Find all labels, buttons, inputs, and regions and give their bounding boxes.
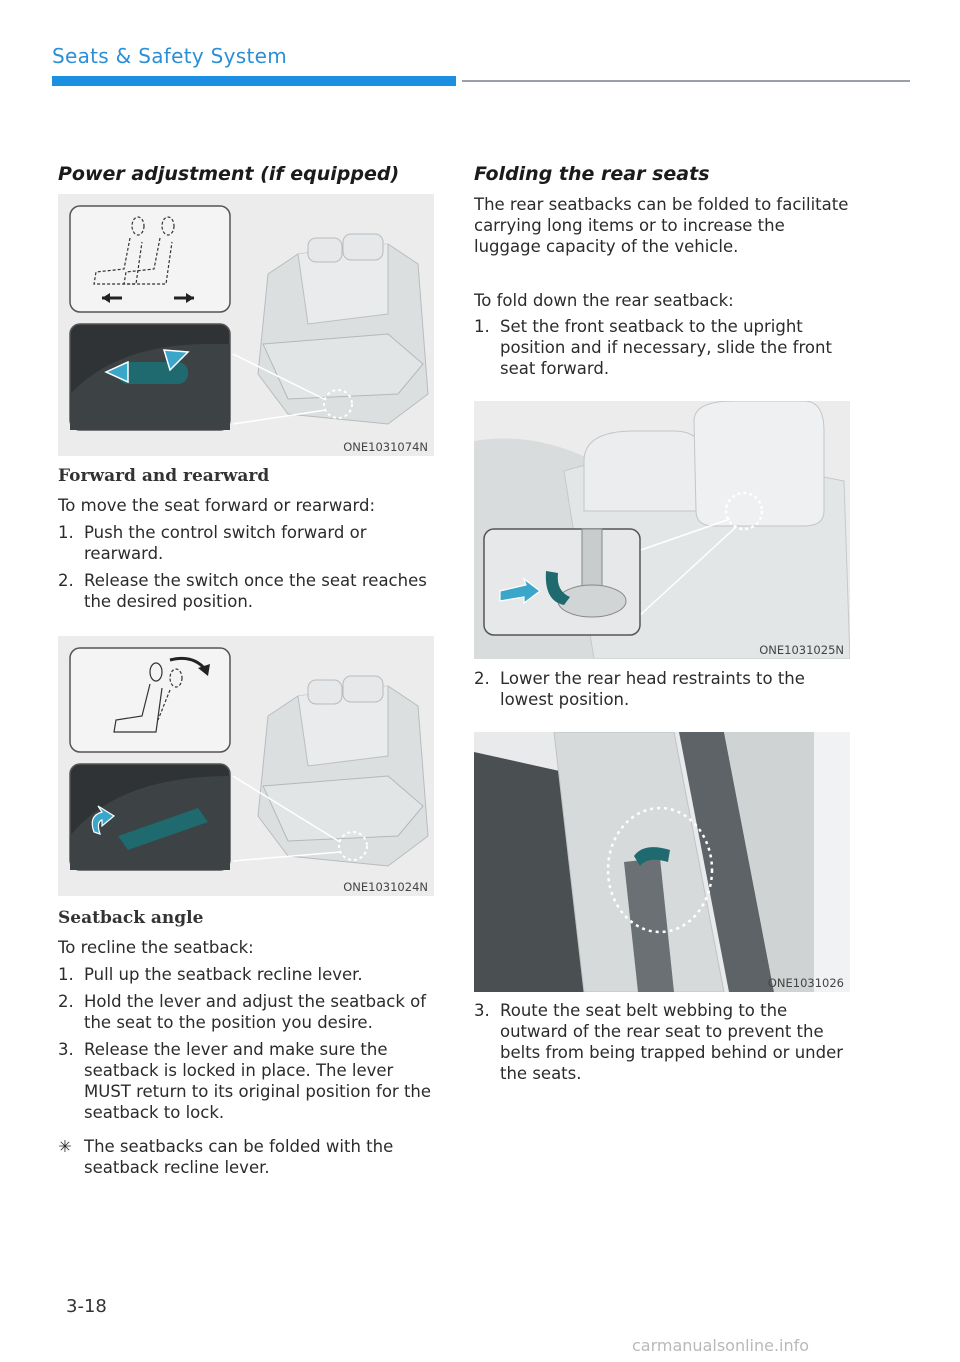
forward-intro: To move the seat forward or rearward:	[58, 496, 376, 515]
folding-step-2: 2. Lower the rear head restraints to the …	[474, 668, 854, 716]
folding-step-3: 3. Route the seat belt webbing to the out…	[474, 1000, 854, 1090]
folding-step-1: 1. Set the front seatback to the upright …	[474, 316, 854, 385]
list-item: 2. Release the switch once the seat reach…	[58, 570, 438, 612]
figure-code: ONE1031024N	[343, 880, 428, 894]
step-text: Route the seat belt webbing to the outwa…	[500, 1001, 844, 1083]
forward-steps: 1. Push the control switch forward or rea…	[58, 522, 438, 618]
list-item: 1. Set the front seatback to the upright …	[474, 316, 854, 379]
list-item: 1. Pull up the seatback recline lever.	[58, 964, 438, 985]
section-title: Seats & Safety System	[52, 44, 288, 68]
folding-intro-2: To fold down the rear seatback:	[474, 291, 734, 310]
seatback-note: ✳ The seatbacks can be folded with the se…	[58, 1136, 438, 1178]
forward-rearward-heading: Forward and rearward	[58, 466, 270, 486]
folding-rear-seats-heading: Folding the rear seats	[474, 163, 710, 185]
watermark: carmanualsonline.info	[632, 1336, 810, 1355]
seatback-intro: To recline the seatback:	[58, 938, 254, 957]
step-number: 2.	[474, 669, 490, 688]
step-text: Lower the rear head restraints to the lo…	[500, 669, 805, 709]
figure-code: ONE1031026	[767, 976, 844, 990]
folding-intro: The rear seatbacks can be folded to faci…	[474, 195, 849, 256]
step-number: 2.	[58, 992, 74, 1011]
figure-seat-belt: ONE1031026	[474, 732, 850, 992]
step-text: Push the control switch forward or rearw…	[84, 523, 367, 563]
step-text: Set the front seatback to the upright po…	[500, 317, 832, 378]
step-number: 3.	[58, 1040, 74, 1059]
step-text: Pull up the seatback recline lever.	[84, 965, 363, 984]
seatback-angle-heading: Seatback angle	[58, 908, 204, 928]
seatback-steps: 1. Pull up the seatback recline lever. 2.…	[58, 964, 438, 1129]
step-text: Hold the lever and adjust the seatback o…	[84, 992, 427, 1032]
asterisk-icon: ✳	[58, 1137, 72, 1156]
step-text: Release the lever and make sure the seat…	[84, 1040, 432, 1122]
step-text: Release the switch once the seat reaches…	[84, 571, 427, 611]
header-rule	[462, 80, 910, 82]
list-item: 3. Route the seat belt webbing to the out…	[474, 1000, 854, 1084]
figure-code: ONE1031074N	[343, 440, 428, 454]
list-item: 2. Hold the lever and adjust the seatback…	[58, 991, 438, 1033]
head-restraint-illustration	[474, 401, 850, 659]
note-text: The seatbacks can be folded with the sea…	[84, 1137, 394, 1177]
power-adjustment-heading: Power adjustment (if equipped)	[58, 163, 400, 185]
figure-code: ONE1031025N	[759, 643, 844, 657]
step-number: 1.	[474, 317, 490, 336]
list-item: 3. Release the lever and make sure the se…	[58, 1039, 438, 1123]
seat-slide-illustration	[69, 205, 429, 431]
header-accent-bar	[52, 76, 456, 86]
step-number: 1.	[58, 523, 74, 542]
figure-seatback-recline: ONE1031024N	[58, 636, 434, 896]
seatback-recline-illustration	[69, 647, 429, 871]
seat-belt-illustration	[474, 732, 850, 992]
figure-seat-slide: ONE1031074N	[58, 194, 434, 456]
step-number: 1.	[58, 965, 74, 984]
page-number: 3-18	[66, 1296, 107, 1317]
list-item: 1. Push the control switch forward or rea…	[58, 522, 438, 564]
list-item: 2. Lower the rear head restraints to the …	[474, 668, 854, 710]
figure-head-restraint: ONE1031025N	[474, 401, 850, 659]
step-number: 2.	[58, 571, 74, 590]
step-number: 3.	[474, 1001, 490, 1020]
